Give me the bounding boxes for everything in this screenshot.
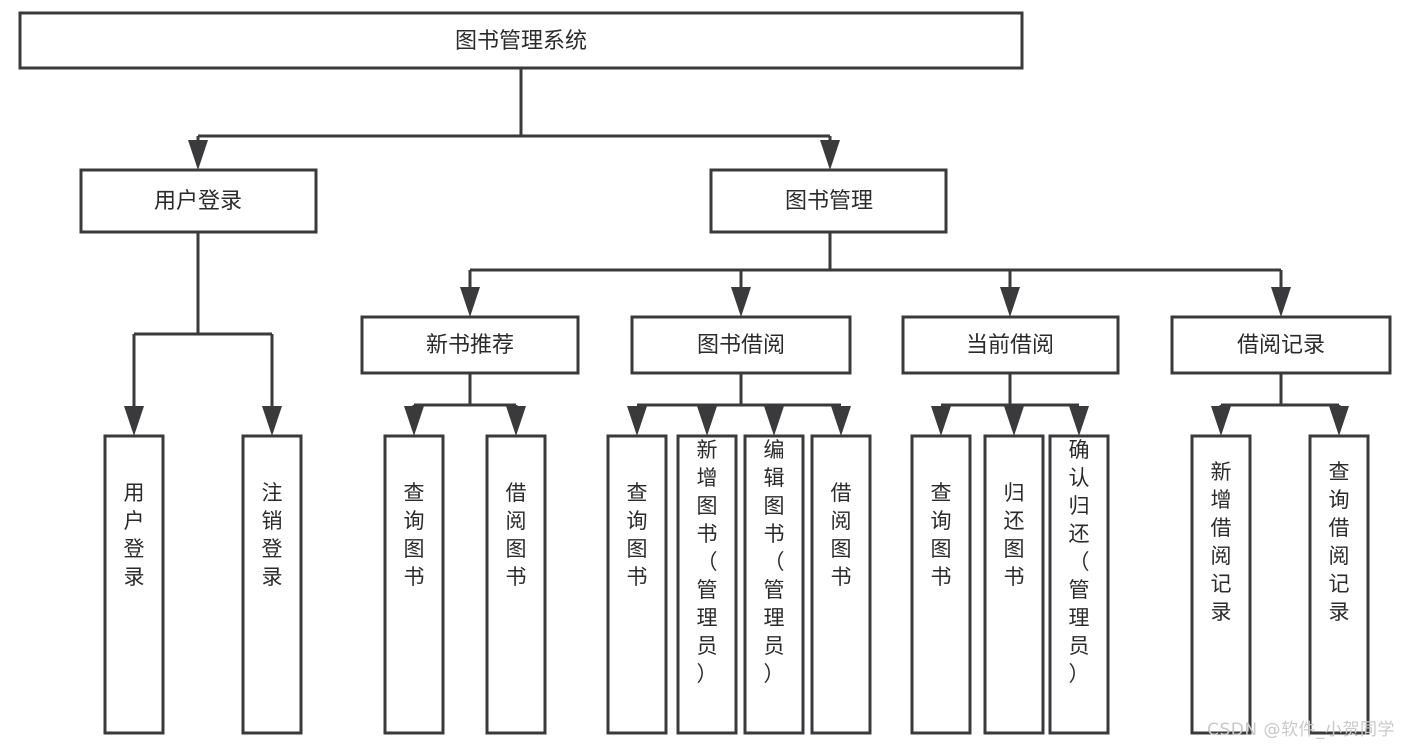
leaf-node-add-borrow-record[interactable]: 新增借阅记录 <box>1190 434 1252 735</box>
arrow-current-borrow <box>1000 287 1020 317</box>
leaf-node-borrow-book[interactable]: 借阅图书 <box>810 434 872 735</box>
node-book-borrow-box[interactable] <box>630 315 852 375</box>
leaf-borrow-book-box[interactable] <box>810 434 872 735</box>
leaf-add-borrow-record-label: 新增借阅记录 <box>1211 460 1232 624</box>
leaf-query-book-borrow-label: 查询图书 <box>627 481 648 589</box>
arrow-leaf-add-book <box>697 406 717 436</box>
arrow-leaf-query-book-current <box>931 406 951 436</box>
arrow-leaf-confirm-return <box>1069 406 1089 436</box>
arrow-leaf-return-book <box>1004 406 1024 436</box>
leaf-confirm-return-box[interactable] <box>1048 434 1110 735</box>
arrow-user-login <box>188 140 208 170</box>
leaf-return-book-box[interactable] <box>983 434 1045 735</box>
arrow-leaf-add-borrow-record <box>1211 406 1231 436</box>
node-current-borrow[interactable]: 当前借阅 <box>901 315 1120 375</box>
node-user-login[interactable]: 用户登录 <box>79 168 318 234</box>
leaf-edit-book-box[interactable] <box>743 434 805 735</box>
node-root-label: 图书管理系统 <box>455 29 587 54</box>
leaf-node-query-book-borrow[interactable]: 查询图书 <box>606 434 668 735</box>
leaf-node-edit-book[interactable]: 编辑图书（管理员） <box>743 434 805 735</box>
node-book-borrow-label: 图书借阅 <box>697 333 785 358</box>
leaf-node-query-book-current[interactable]: 查询图书 <box>910 434 972 735</box>
node-new-book-recommend-box[interactable] <box>360 315 580 375</box>
node-root[interactable]: 图书管理系统 <box>18 11 1024 70</box>
node-borrow-record-label: 借阅记录 <box>1237 333 1325 358</box>
node-current-borrow-box[interactable] <box>901 315 1120 375</box>
leaf-node-borrow-book-recommend[interactable]: 借阅图书 <box>485 434 547 735</box>
leaf-query-book-current-box[interactable] <box>910 434 972 735</box>
arrow-leaf-query-book-borrow <box>627 406 647 436</box>
node-user-login-label: 用户登录 <box>154 189 242 214</box>
node-book-manage-box[interactable] <box>709 168 948 234</box>
leaf-query-borrow-record-label: 查询借阅记录 <box>1329 460 1350 624</box>
leaf-add-book-label: 新增图书（管理员） <box>697 438 718 686</box>
arrow-leaf-borrow-book <box>831 406 851 436</box>
node-borrow-record-box[interactable] <box>1170 315 1392 375</box>
node-book-borrow[interactable]: 图书借阅 <box>630 315 852 375</box>
arrow-new-book-recommend <box>460 287 480 317</box>
leaf-node-confirm-return[interactable]: 确认归还（管理员） <box>1048 434 1110 735</box>
arrow-leaf-edit-book <box>764 406 784 436</box>
leaf-query-book-recommend-box[interactable] <box>383 434 445 735</box>
leaf-node-return-book[interactable]: 归还图书 <box>983 434 1045 735</box>
arrow-borrow-record <box>1271 287 1291 317</box>
node-book-manage[interactable]: 图书管理 <box>709 168 948 234</box>
leaf-node-user-login[interactable]: 用户登录 <box>103 434 165 735</box>
node-borrow-record[interactable]: 借阅记录 <box>1170 315 1392 375</box>
node-user-login-box[interactable] <box>79 168 318 234</box>
csdn-watermark: CSDN @软件_小贺同学 <box>1207 720 1395 740</box>
node-current-borrow-label: 当前借阅 <box>966 333 1054 358</box>
leaf-query-book-recommend-label: 查询图书 <box>404 481 425 589</box>
node-new-book-recommend[interactable]: 新书推荐 <box>360 315 580 375</box>
node-book-manage-label: 图书管理 <box>785 189 873 214</box>
leaf-query-borrow-record-box[interactable] <box>1308 434 1370 735</box>
leaf-node-logout[interactable]: 注销登录 <box>241 434 303 735</box>
leaf-borrow-book-recommend-label: 借阅图书 <box>506 481 527 589</box>
leaf-node-query-book-recommend[interactable]: 查询图书 <box>383 434 445 735</box>
arrow-leaf-logout <box>262 406 282 436</box>
leaf-query-book-current-label: 查询图书 <box>931 481 952 589</box>
connector-group <box>124 68 1349 436</box>
arrow-leaf-query-borrow-record <box>1329 406 1349 436</box>
arrow-leaf-borrow-book-recommend <box>506 406 526 436</box>
arrow-leaf-user-login <box>124 406 144 436</box>
leaf-borrow-book-label: 借阅图书 <box>831 481 852 589</box>
leaf-node-query-borrow-record[interactable]: 查询借阅记录 <box>1308 434 1370 735</box>
leaf-borrow-book-recommend-box[interactable] <box>485 434 547 735</box>
arrow-book-manage <box>820 140 840 170</box>
leaf-query-book-borrow-box[interactable] <box>606 434 668 735</box>
node-root-box[interactable] <box>18 11 1024 70</box>
leaf-logout-box[interactable] <box>241 434 303 735</box>
node-new-book-recommend-label: 新书推荐 <box>426 333 514 358</box>
leaf-add-book-box[interactable] <box>676 434 738 735</box>
arrow-book-borrow <box>731 287 751 317</box>
leaf-user-login-label: 用户登录 <box>124 481 145 589</box>
leaf-node-add-book[interactable]: 新增图书（管理员） <box>676 434 738 735</box>
leaf-logout-label: 注销登录 <box>262 481 283 589</box>
leaf-edit-book-label: 编辑图书（管理员） <box>764 438 785 686</box>
leaf-user-login-box[interactable] <box>103 434 165 735</box>
arrow-leaf-query-book-recommend <box>404 406 424 436</box>
leaf-confirm-return-label: 确认归还（管理员） <box>1069 438 1090 686</box>
leaf-add-borrow-record-box[interactable] <box>1190 434 1252 735</box>
leaf-return-book-label: 归还图书 <box>1004 481 1025 589</box>
